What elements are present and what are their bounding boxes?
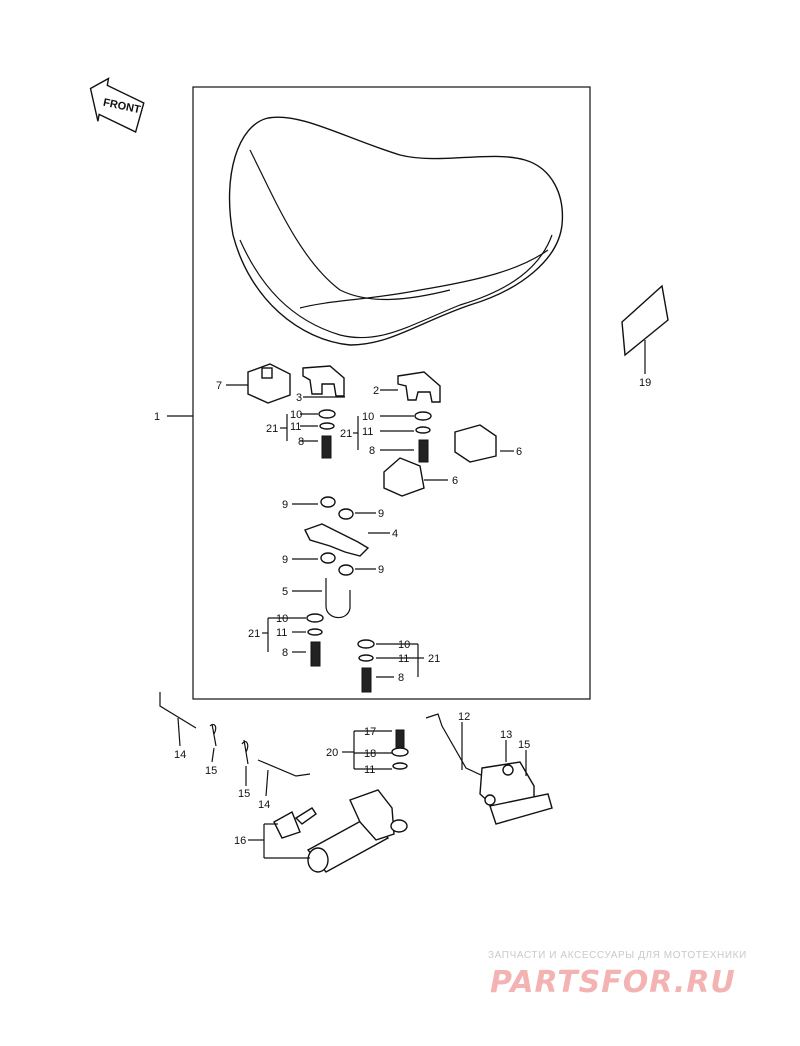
callout-10-right: 10 — [362, 411, 374, 423]
callout-11-lower-left: 11 — [276, 627, 287, 639]
assembly-frame — [192, 86, 591, 700]
cable-14a — [159, 692, 197, 729]
callout-9a: 9 — [282, 499, 288, 511]
callout-17: 17 — [364, 726, 376, 738]
seat-hinge-12 — [425, 713, 553, 825]
callout-11-right: 11 — [362, 426, 373, 438]
plate-4 — [304, 523, 370, 557]
clip-15b — [241, 739, 249, 765]
callout-19: 19 — [639, 377, 651, 389]
callout-9d: 9 — [378, 564, 384, 576]
callout-8-lower-right: 8 — [398, 672, 404, 684]
callout-14b: 14 — [258, 799, 270, 811]
watermark-brand: PARTSFOR.RU — [490, 965, 736, 1000]
callout-13: 13 — [500, 729, 512, 741]
callout-4: 4 — [392, 528, 398, 540]
callout-21-lower-left: 21 — [248, 628, 260, 640]
seat-lock-16 — [273, 789, 408, 873]
callout-18: 18 — [364, 748, 376, 760]
callout-12: 12 — [458, 711, 470, 723]
callout-14a: 14 — [174, 749, 186, 761]
callout-9b: 9 — [378, 508, 384, 520]
bushing-9c — [320, 552, 336, 564]
callout-15a: 15 — [205, 765, 217, 777]
callout-6-upper: 6 — [516, 446, 522, 458]
bracket-2 — [397, 371, 441, 403]
callout-11-lock: 11 — [364, 764, 375, 776]
bushing-9a — [320, 496, 336, 508]
callout-1: 1 — [154, 411, 160, 423]
callout-10-left: 10 — [290, 409, 302, 421]
callout-15b: 15 — [238, 788, 250, 800]
callout-10-lower-right: 10 — [398, 639, 410, 651]
right-hardware-stack — [414, 411, 432, 463]
callout-7: 7 — [216, 380, 222, 392]
cable-14b — [257, 759, 311, 777]
lower-right-hardware-stack — [357, 639, 375, 693]
callout-11-left: 11 — [290, 421, 301, 433]
callout-21-lower-right: 21 — [428, 653, 440, 665]
rubber-bumper-6-lower — [383, 457, 425, 497]
callout-8-left: 8 — [298, 436, 304, 448]
label-plate — [621, 284, 669, 357]
callout-8-lower-left: 8 — [282, 647, 288, 659]
leader-lines — [167, 340, 646, 859]
callout-15c: 15 — [518, 739, 530, 751]
rubber-bumper-7 — [247, 363, 291, 404]
front-arrow-icon: FRONT — [89, 77, 145, 133]
bushing-9b — [338, 508, 354, 520]
lower-left-hardware-stack — [306, 613, 324, 667]
callout-10-lower-left: 10 — [276, 613, 288, 625]
u-bolt-5 — [325, 578, 351, 619]
callout-16: 16 — [234, 835, 246, 847]
clip-15a — [209, 723, 217, 747]
seat — [228, 116, 564, 346]
callout-9c: 9 — [282, 554, 288, 566]
callout-3: 3 — [296, 392, 302, 404]
watermark-tagline: ЗАПЧАСТИ И АКСЕССУАРЫ ДЛЯ МОТОТЕХНИКИ — [488, 950, 747, 961]
callout-6-lower: 6 — [452, 475, 458, 487]
callout-20: 20 — [326, 747, 338, 759]
callout-8-right: 8 — [369, 445, 375, 457]
callout-11-lower-right: 11 — [398, 653, 409, 665]
callout-21-left: 21 — [266, 423, 278, 435]
bushing-9d — [338, 564, 354, 576]
callout-2: 2 — [373, 385, 379, 397]
rubber-bumper-6-upper — [454, 424, 497, 463]
left-hardware-stack — [318, 409, 336, 459]
lock-hardware-stack — [391, 729, 409, 770]
bracket-3 — [302, 365, 345, 397]
callout-5: 5 — [282, 586, 288, 598]
callout-21-right: 21 — [340, 428, 352, 440]
